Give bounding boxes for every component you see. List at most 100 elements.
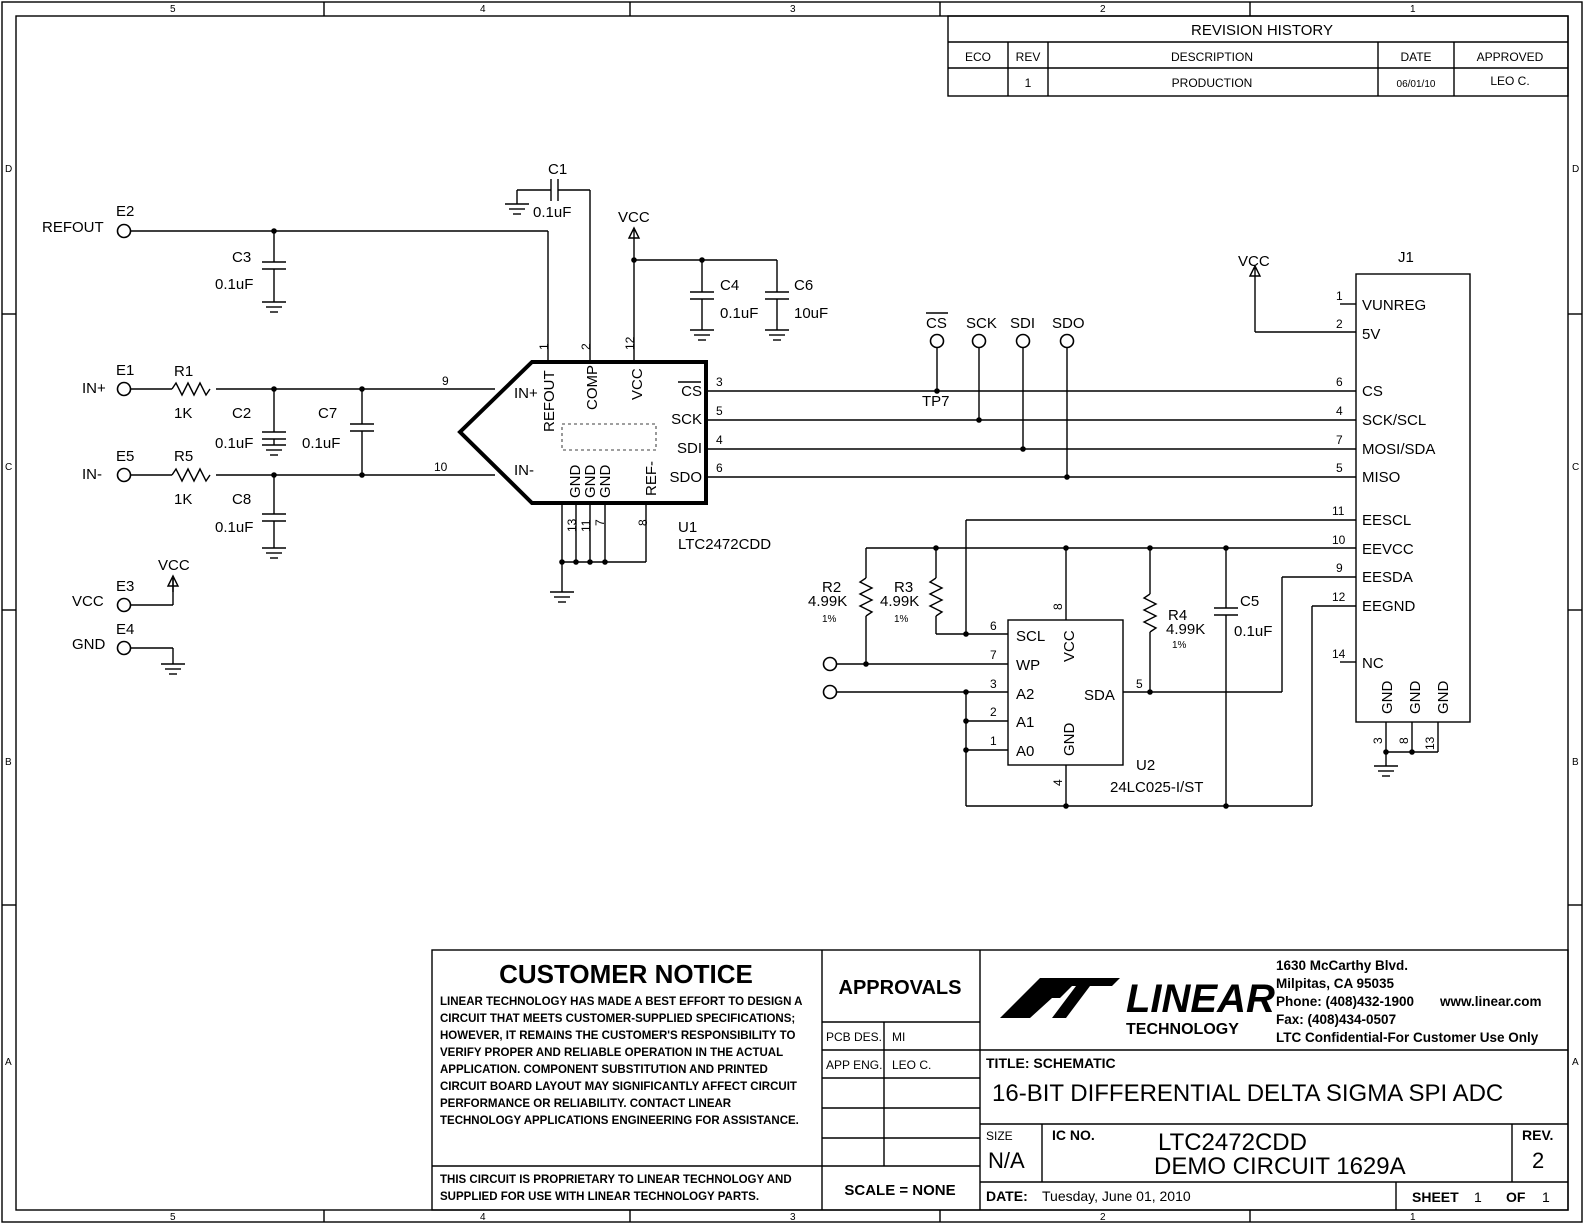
zone-label: 2 — [1100, 4, 1106, 15]
pin-number: 8 — [1397, 737, 1411, 744]
pin-number: 7 — [990, 648, 997, 662]
date-label: DATE: — [986, 1188, 1028, 1204]
pin-number: 3 — [990, 677, 997, 691]
ic-number: LTC2472CDD — [1158, 1129, 1307, 1156]
pin-number: 12 — [623, 336, 637, 350]
company-confidential: LTC Confidential-For Customer Use Only — [1276, 1030, 1539, 1045]
c8-ref: C8 — [232, 491, 251, 508]
schematic-title: 16-BIT DIFFERENTIAL DELTA SIGMA SPI ADC — [992, 1080, 1503, 1107]
u2-eeprom: SCL WP A2 A1 A0 SDA VCC GND U2 24LC025-I… — [808, 519, 1356, 809]
company-address: 1630 McCarthy Blvd. — [1276, 958, 1408, 973]
zone-label: A — [1572, 1057, 1579, 1068]
c3-ref: C3 — [232, 249, 251, 266]
r1-value: 1K — [174, 405, 192, 422]
pcb-des-label: PCB DES. — [826, 1030, 882, 1044]
u1-pin-gnd: GND — [582, 465, 599, 499]
app-eng-value: LEO C. — [892, 1058, 931, 1072]
r2-tol: 1% — [822, 614, 837, 625]
vcc-label: VCC — [1238, 253, 1270, 270]
customer-notice-title: CUSTOMER NOTICE — [499, 959, 753, 989]
sheet-label: SHEET — [1412, 1189, 1459, 1205]
u2-pin-wp: WP — [1016, 657, 1040, 674]
c6-value: 10uF — [794, 305, 828, 322]
title-label: TITLE: SCHEMATIC — [986, 1055, 1116, 1071]
pin-number: 2 — [579, 343, 593, 350]
table-cell: PRODUCTION — [1172, 76, 1253, 90]
e1-label: IN+ — [82, 380, 106, 397]
c1-value: 0.1uF — [533, 204, 571, 221]
approvals-title: APPROVALS — [839, 977, 962, 999]
sdo-net-label: SDO — [1052, 315, 1085, 332]
pin-number: 1 — [1336, 289, 1343, 303]
j1-pin-label: SCK/SCL — [1362, 412, 1426, 429]
zone-label: 5 — [170, 4, 176, 15]
e4-ref: E4 — [116, 621, 134, 638]
pin-number: 6 — [990, 619, 997, 633]
u2-pin-gnd: GND — [1061, 723, 1078, 757]
r3-value: 4.99K — [880, 593, 919, 610]
pin-number: 9 — [442, 374, 449, 388]
pin-number: 13 — [565, 518, 579, 532]
e2-terminal — [116, 223, 132, 239]
u1-pin-gnd: GND — [597, 465, 614, 499]
pin-number: 3 — [1371, 737, 1385, 744]
u2-pin-scl: SCL — [1016, 628, 1045, 645]
u1-input-network: E2 REFOUT C3 0.1uF C1 0.1uF VCC C4 0.1uF… — [42, 161, 828, 675]
scale-label: SCALE = NONE — [844, 1182, 955, 1199]
pin-number: 7 — [593, 519, 607, 526]
c4-ref: C4 — [720, 277, 739, 294]
sck-net-label: SCK — [966, 315, 997, 332]
u1-pin-cs: CS — [681, 383, 702, 400]
r1-ref: R1 — [174, 363, 193, 380]
table-cell: LEO C. — [1490, 74, 1529, 88]
notice-line: HOWEVER, IT REMAINS THE CUSTOMER'S RESPO… — [440, 1030, 795, 1042]
r3-tol: 1% — [894, 614, 909, 625]
pin-number: 4 — [1051, 779, 1065, 786]
j1-connector: J1 VCC VUNREG 5V CS SCK/SCL MOSI/SDA MIS… — [1238, 249, 1471, 777]
j1-pin-label: MISO — [1362, 469, 1400, 486]
c5-ref: C5 — [1240, 593, 1259, 610]
zone-label: C — [1572, 462, 1579, 473]
e4-label: GND — [72, 636, 106, 653]
zone-label: D — [1572, 164, 1579, 175]
c6-ref: C6 — [794, 277, 813, 294]
u1-pin-vcc: VCC — [629, 368, 646, 400]
pin-number: 10 — [1332, 533, 1346, 547]
pin-number: 1 — [990, 734, 997, 748]
company-website: www.linear.com — [1439, 994, 1542, 1009]
e5-label: IN- — [82, 466, 102, 483]
u1-adc-symbol: IN+ IN- REFOUT COMP VCC GND GND GND REF-… — [434, 336, 771, 553]
j1-pin-label: EESDA — [1362, 569, 1413, 586]
tp7-label: TP7 — [922, 393, 950, 410]
u2-pin-vcc: VCC — [1061, 630, 1078, 662]
logo-wordmark: LINEAR — [1126, 977, 1275, 1021]
j1-pin-label: EESCL — [1362, 512, 1411, 529]
u1-pin-inn: IN- — [514, 462, 534, 479]
pin-number: 5 — [1336, 461, 1343, 475]
r4-value: 4.99K — [1166, 621, 1205, 638]
pin-number: 11 — [579, 519, 593, 532]
notice-line: APPLICATION. COMPONENT SUBSTITUTION AND … — [440, 1064, 768, 1076]
pin-number: 2 — [990, 705, 997, 719]
linear-technology-logo: LINEAR TECHNOLOGY — [1000, 977, 1275, 1038]
c8-value: 0.1uF — [215, 519, 253, 536]
logo-subtitle: TECHNOLOGY — [1126, 1021, 1239, 1038]
spi-bus: CS SCK SDI SDO TP7 — [706, 312, 1356, 480]
j1-pin-label: MOSI/SDA — [1362, 441, 1435, 458]
u1-part: LTC2472CDD — [678, 536, 771, 553]
table-header: APPROVED — [1477, 50, 1544, 64]
size-value: N/A — [988, 1148, 1025, 1173]
zone-label: C — [5, 462, 12, 473]
company-address: Milpitas, CA 95035 — [1276, 976, 1395, 991]
j1-pin-label: CS — [1362, 383, 1383, 400]
j1-gnd-label: GND — [1435, 681, 1452, 715]
sheet-value: 1 — [1474, 1189, 1482, 1205]
rev-label: REV. — [1522, 1127, 1553, 1143]
size-label: SIZE — [986, 1129, 1013, 1143]
notice-line: PERFORMANCE OR RELIABILITY. CONTACT LINE… — [440, 1098, 732, 1110]
c2-ref: C2 — [232, 405, 251, 422]
c7-value: 0.1uF — [302, 435, 340, 452]
app-eng-label: APP ENG. — [826, 1058, 882, 1072]
e3-ref: E3 — [116, 578, 134, 595]
e3-label: VCC — [72, 593, 104, 610]
